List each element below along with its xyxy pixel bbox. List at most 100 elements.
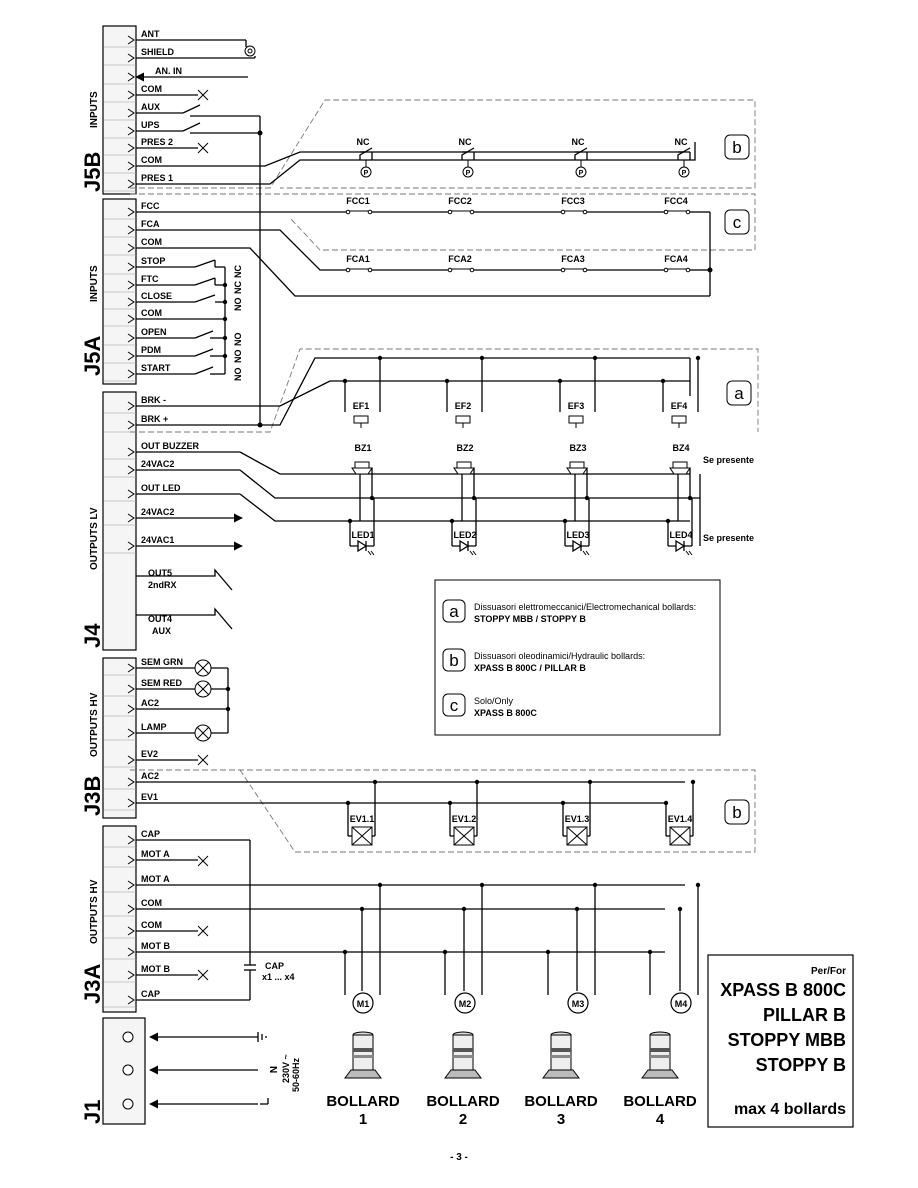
- j5b-wiring: [135, 39, 696, 425]
- motor-label: M2: [459, 999, 472, 1009]
- p-label: P: [364, 170, 369, 177]
- led-icon: LED4: [665, 498, 693, 556]
- terminal-label: AUX: [141, 102, 160, 112]
- fca-label: FCA2: [448, 254, 472, 264]
- bollard-label: BOLLARD: [524, 1093, 597, 1110]
- terminal-label: FTC: [141, 274, 159, 284]
- terminal-label: MOT B: [141, 964, 170, 974]
- fca-label: FCA1: [346, 254, 370, 264]
- screw-icon: [122, 1098, 134, 1110]
- terminal-label: AC2: [141, 698, 159, 708]
- j4-section: OUTPUTS LV: [89, 507, 100, 570]
- fca-switch: FCA2: [447, 254, 561, 273]
- brake-icon: EF3: [557, 355, 598, 428]
- terminal-label: EV1: [141, 792, 158, 802]
- contact-label: NC: [233, 265, 243, 278]
- option-box-c: [130, 193, 756, 251]
- fcc-switch: FCC3: [560, 196, 664, 215]
- badge-a: a: [726, 380, 752, 406]
- ev-label: EV1.3: [565, 814, 590, 824]
- terminal-label: STOP: [141, 256, 165, 266]
- pressure-switch-icon: NCP: [572, 137, 588, 178]
- motor-icon: M4: [647, 882, 701, 1014]
- terminal-label: FCA: [141, 219, 160, 229]
- j5a-label: J5A: [80, 336, 105, 376]
- screw-icon: [122, 1064, 134, 1076]
- ev-label: EV1.2: [452, 814, 477, 824]
- bz-label: BZ2: [456, 443, 473, 453]
- supply-voltage: 230V ~: [281, 1054, 291, 1083]
- bz-label: BZ1: [354, 443, 371, 453]
- ev-label: EV1.4: [668, 814, 693, 824]
- terminal-label: BRK -: [141, 395, 166, 405]
- cap-label: CAP: [265, 961, 284, 971]
- terminal-label: OPEN: [141, 327, 167, 337]
- terminal-label: MOT A: [141, 849, 170, 859]
- fcc-switch: FCC2: [447, 196, 561, 215]
- compat-box: Per/For XPASS B 800C PILLAR B STOPPY MBB…: [707, 954, 854, 1128]
- p-label: P: [682, 170, 687, 177]
- bollard-number: 2: [459, 1111, 467, 1128]
- legend-badge: b: [449, 651, 458, 670]
- badge-b-inputs: b: [724, 134, 750, 160]
- terminal-label: MOT B: [141, 941, 170, 951]
- terminal-label: CAP: [141, 829, 160, 839]
- buzzer-icon: BZ1: [351, 443, 375, 521]
- compat-header: Per/For: [811, 966, 846, 977]
- fca-switch: FCA4: [663, 254, 700, 273]
- led-label: LED2: [453, 530, 476, 540]
- bz-label: BZ3: [569, 443, 586, 453]
- bollard-number: 4: [656, 1111, 665, 1128]
- compat-model: STOPPY B: [756, 1055, 846, 1075]
- bollard-number: 3: [557, 1111, 565, 1128]
- badge-c: c: [724, 209, 750, 235]
- terminal-label: COM: [141, 898, 162, 908]
- led-icon: LED1: [347, 498, 375, 556]
- led-label: LED1: [351, 530, 374, 540]
- j4-label: J4: [80, 623, 105, 648]
- led-icon: LED2: [449, 498, 477, 556]
- bollard-label: BOLLARD: [326, 1093, 399, 1110]
- bollard-label: BOLLARD: [426, 1093, 499, 1110]
- led-icon: LED3: [562, 498, 590, 556]
- brake-icon: EF2: [444, 355, 485, 428]
- cap-range: x1 ... x4: [262, 972, 295, 982]
- compat-model: XPASS B 800C: [720, 980, 846, 1000]
- unused-cross-icon: [197, 754, 209, 766]
- option-box-b-valves: [130, 769, 756, 853]
- led-label: LED4: [669, 530, 692, 540]
- page-number: - 3 -: [450, 1152, 468, 1163]
- svg-text:b: b: [732, 138, 741, 157]
- nc-label: NC: [675, 137, 688, 147]
- fca-label: FCA4: [664, 254, 688, 264]
- contact-label: NO: [233, 298, 243, 312]
- motor-label: M4: [675, 999, 688, 1009]
- legend-models: XPASS B 800C / PILLAR B: [474, 663, 586, 673]
- svg-text:b: b: [732, 803, 741, 822]
- antenna-icon: [244, 45, 256, 57]
- contact-label: NO: [233, 333, 243, 347]
- pressure-switch-icon: NCP: [459, 137, 475, 178]
- fcc-switch: FCC4: [663, 196, 700, 215]
- ef-label: EF2: [455, 401, 472, 411]
- svg-text:c: c: [733, 213, 742, 232]
- j1-wiring: N 230V ~ 50-60Hz: [149, 1032, 301, 1109]
- legend-badge: c: [450, 696, 459, 715]
- screw-icon: [122, 1031, 134, 1043]
- j4-wiring: Se presente Se presente: [136, 357, 754, 630]
- brake-icon: EF1: [342, 355, 383, 428]
- terminal-label: PDM: [141, 345, 161, 355]
- valve-icon: EV1.1: [345, 779, 378, 846]
- motor-icon: M3: [545, 882, 598, 1014]
- p-label: P: [579, 170, 584, 177]
